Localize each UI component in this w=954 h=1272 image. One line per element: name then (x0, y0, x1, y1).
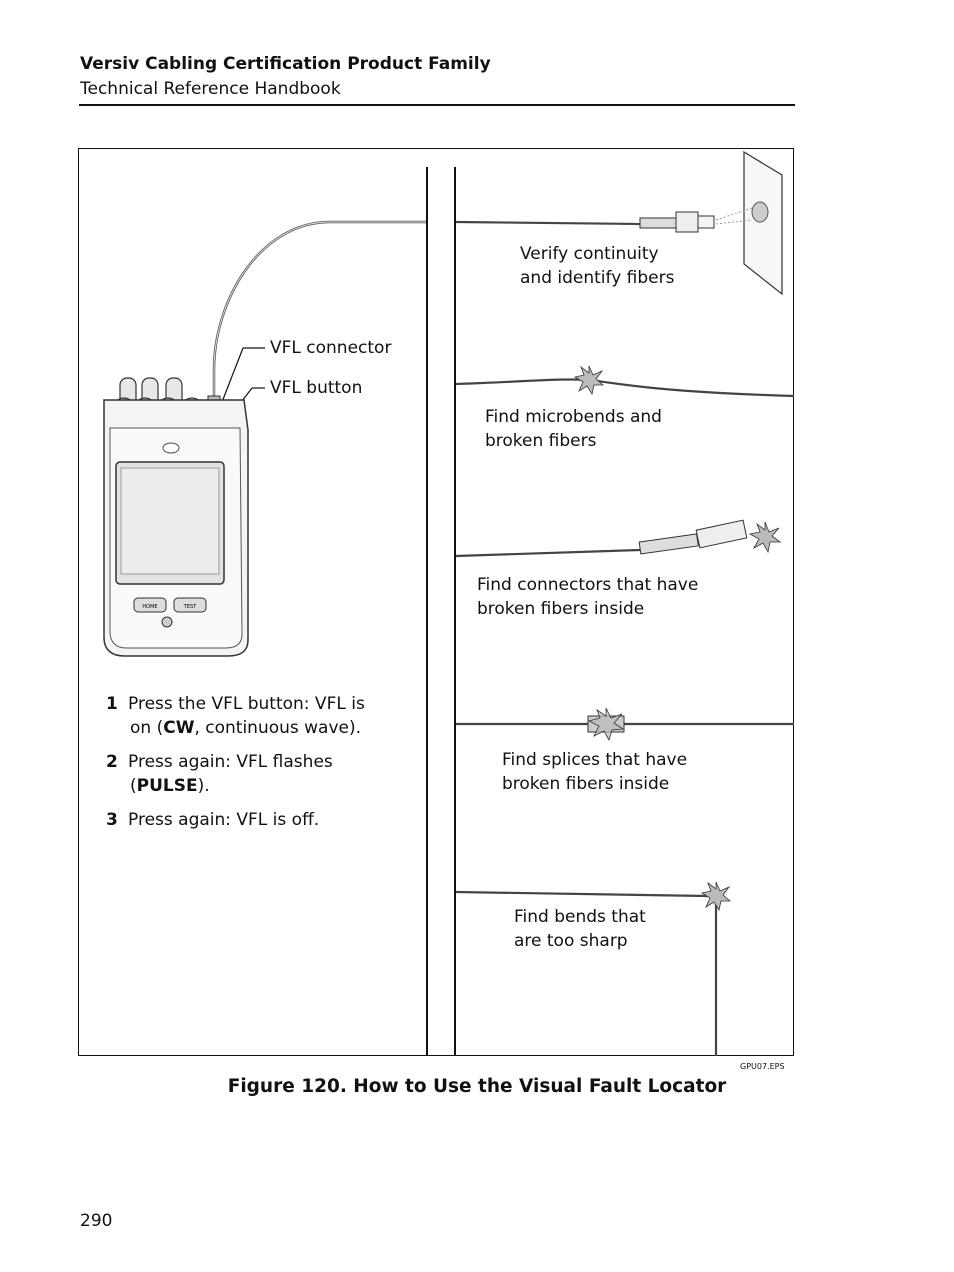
use-connector-line1: Find connectors that have (477, 575, 699, 595)
document-title: Versiv Cabling Certification Product Fam… (80, 54, 491, 74)
test-key (173, 597, 207, 613)
figure-file-id: GPU07.EPS (740, 1062, 785, 1071)
continuity-illustration (455, 150, 783, 296)
step-1: 1 Press the VFL button: VFL is on (CW, co… (106, 692, 365, 740)
callout-leader-vfl-connector (221, 347, 265, 403)
broken-connector-illustration (455, 519, 782, 558)
document-subtitle: Technical Reference Handbook (80, 79, 341, 99)
use-continuity-line1: Verify continuity (520, 244, 659, 264)
connector-boot-icon (638, 533, 699, 555)
step-3: 3 Press again: VFL is off. (106, 808, 319, 832)
use-microbend-line1: Find microbends and (485, 407, 662, 427)
light-burst-icon (748, 521, 782, 554)
page-number: 290 (80, 1211, 113, 1231)
step-2-pre: ( (130, 776, 137, 796)
use-continuity-line2: and identify fibers (520, 268, 675, 288)
light-burst-icon (587, 707, 625, 742)
step-1-number: 1 (106, 694, 118, 714)
sharp-bend-illustration (455, 881, 732, 1056)
microbend-illustration (455, 365, 795, 398)
use-splice-label: Find splices that have broken fibers ins… (502, 748, 687, 796)
step-3-line1: Press again: VFL is off. (128, 810, 320, 830)
step-1-post: , continuous wave). (194, 718, 362, 738)
connector-body-icon (675, 211, 699, 233)
home-key-label: HOME (142, 604, 157, 610)
step-2-number: 2 (106, 752, 118, 772)
use-splice-line2: broken fibers inside (502, 774, 670, 794)
patch-panel-icon (743, 150, 783, 296)
use-bend-label: Find bends that are too sharp (514, 905, 646, 953)
column-divider-right (454, 167, 456, 1056)
light-spot-icon (751, 201, 769, 223)
figure-frame (78, 148, 794, 1056)
step-2-line1: Press again: VFL flashes (128, 752, 333, 772)
use-microbend-label: Find microbends and broken fibers (485, 405, 662, 453)
step-2-post: ). (197, 776, 210, 796)
logo-icon (162, 442, 180, 454)
use-microbend-line2: broken fibers (485, 431, 597, 451)
connector-body-icon (695, 519, 748, 549)
test-key-label: TEST (183, 604, 197, 610)
step-2: 2 Press again: VFL flashes (PULSE). (106, 750, 333, 798)
light-burst-icon (573, 365, 605, 396)
step-1-pre: on ( (130, 718, 164, 738)
fiber-cable-highlight (213, 221, 426, 400)
use-connector-line2: broken fibers inside (477, 599, 645, 619)
connector-boot-icon (639, 217, 677, 229)
home-key (133, 597, 167, 613)
vfl-button-label: VFL button (270, 378, 363, 398)
light-burst-icon (700, 881, 732, 912)
use-bend-line2: are too sharp (514, 931, 628, 951)
tester-device: HOME TEST (103, 377, 249, 657)
use-splice-line1: Find splices that have (502, 750, 688, 770)
fiber-cable (212, 220, 426, 400)
use-continuity-label: Verify continuity and identify fibers (520, 242, 674, 290)
splice-illustration (456, 707, 794, 742)
column-divider-left (426, 167, 428, 1056)
vfl-connector-label: VFL connector (270, 338, 392, 358)
header-rule (79, 104, 795, 106)
use-bend-line1: Find bends that (514, 907, 646, 927)
figure-caption: Figure 120. How to Use the Visual Fault … (227, 1076, 727, 1097)
step-1-line1: Press the VFL button: VFL is (128, 694, 365, 714)
use-connector-label: Find connectors that have broken fibers … (477, 573, 698, 621)
step-2-bold: PULSE (136, 776, 198, 796)
step-1-bold: CW (163, 718, 195, 738)
step-3-number: 3 (106, 810, 118, 830)
power-button-icon (161, 616, 173, 628)
